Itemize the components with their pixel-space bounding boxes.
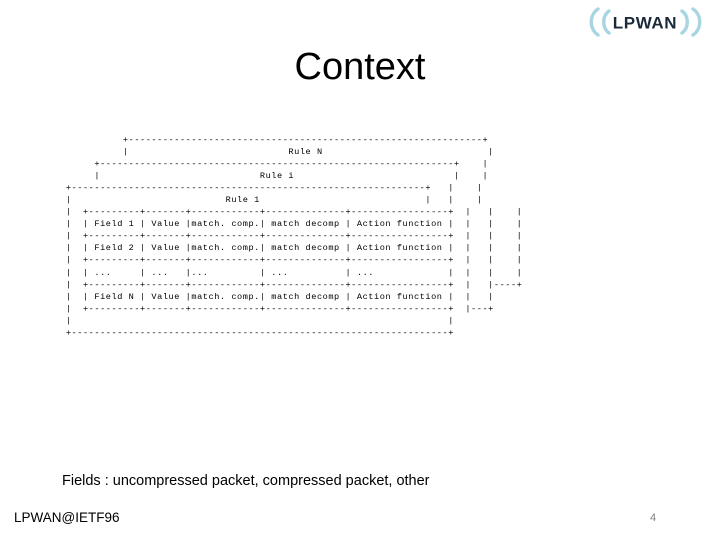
lpwan-logo: LPWAN: [578, 4, 712, 40]
lpwan-logo-text: LPWAN: [613, 14, 677, 33]
wave-left-inner: [602, 9, 611, 35]
context-rule-ascii-diagram: +---------------------------------------…: [65, 135, 523, 338]
wave-right-inner: [680, 9, 689, 35]
wave-right-outer: [691, 7, 702, 37]
page-number: 4: [650, 512, 657, 524]
footer-event-label: LPWAN@IETF96: [14, 510, 120, 525]
page-title: Context: [294, 46, 426, 88]
wave-left-outer: [589, 7, 600, 37]
fields-caption: Fields : uncompressed packet, compressed…: [62, 473, 430, 489]
lpwan-logo-svg: LPWAN: [589, 7, 702, 37]
